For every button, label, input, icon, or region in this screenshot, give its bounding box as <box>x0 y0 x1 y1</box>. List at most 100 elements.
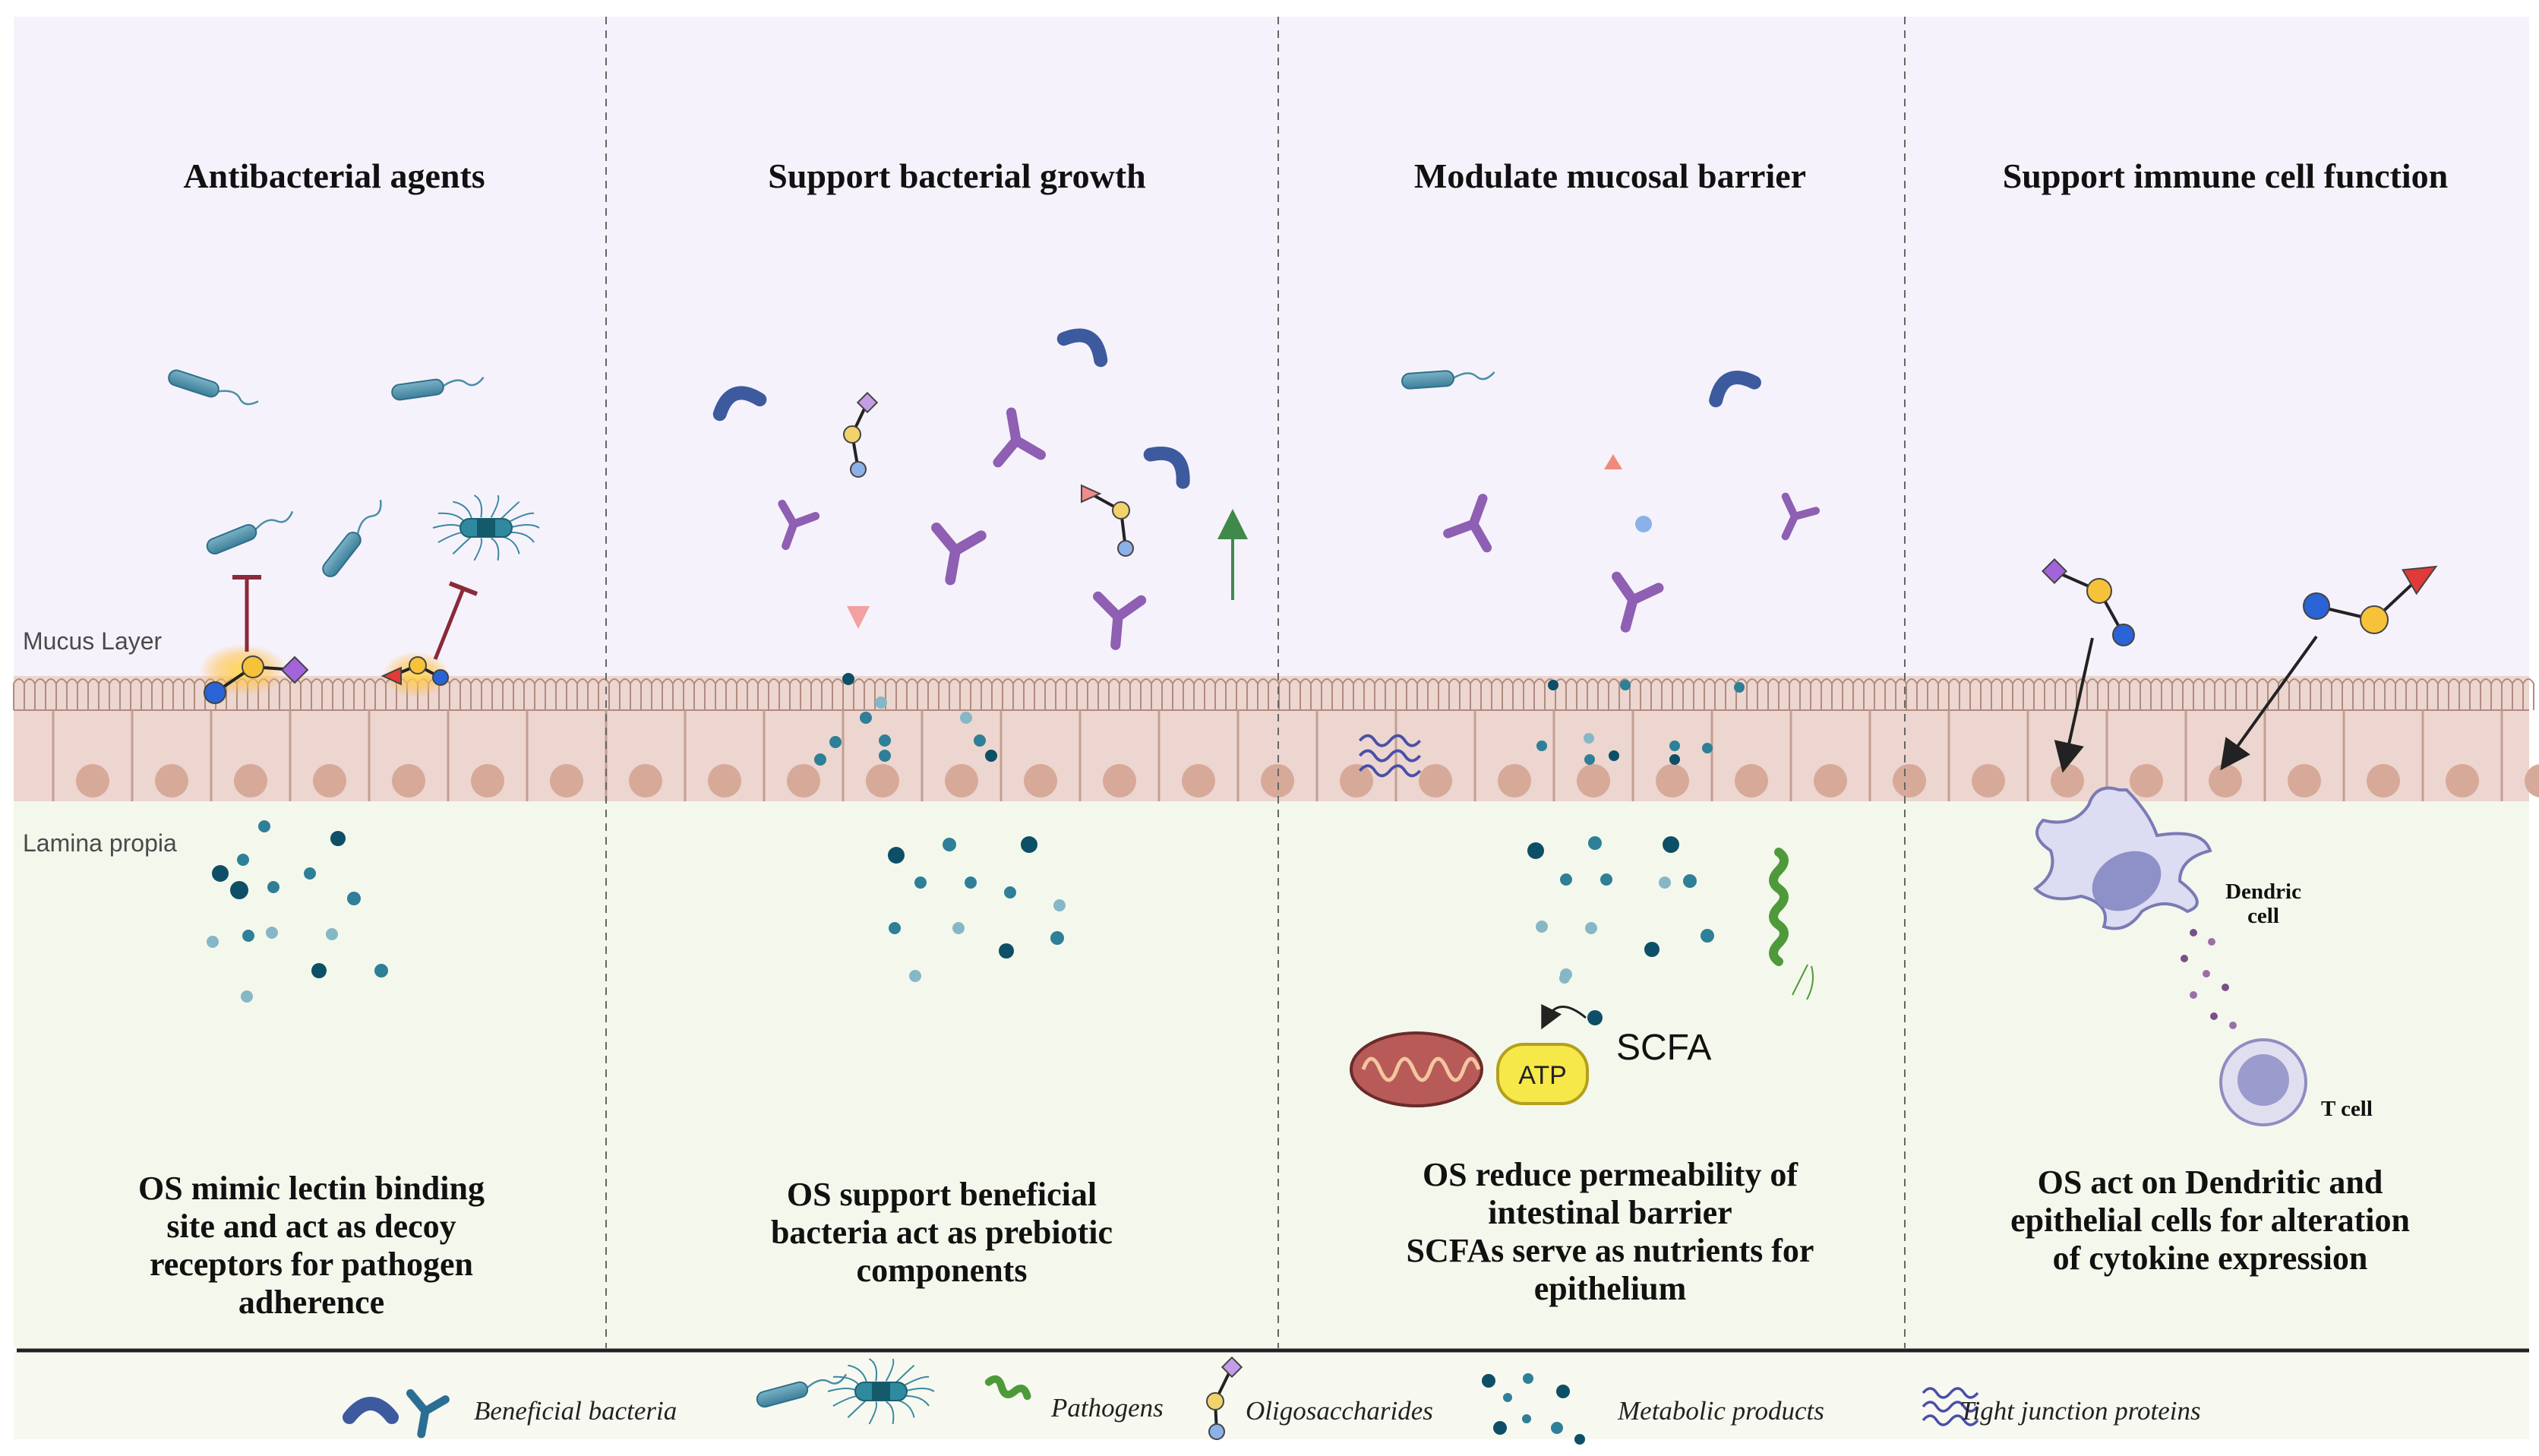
legend-oligosaccharides: Oligosaccharides <box>1246 1396 1433 1426</box>
metabolic-product <box>2208 938 2215 946</box>
sugar-residue <box>2360 605 2389 634</box>
panel-caption-2: OS support beneficial bacteria act as pr… <box>676 1176 1208 1290</box>
nucleus <box>629 764 662 797</box>
mucus-layer-label: Mucus Layer <box>23 627 163 655</box>
nucleus <box>1577 764 1610 797</box>
metabolic-product <box>267 881 279 893</box>
metabolic-product <box>230 881 248 899</box>
metabolic-product <box>860 712 872 724</box>
pilus <box>473 494 483 518</box>
pathogen-bacterium <box>391 377 485 401</box>
sugar-residue <box>280 655 309 684</box>
tight-junction-strand <box>1358 764 1422 778</box>
nucleus <box>1024 764 1057 797</box>
caption-line: epithelium <box>1533 1270 1687 1307</box>
legend-beneficial-bacteria: Beneficial bacteria <box>474 1396 677 1426</box>
metabolic-product <box>960 712 972 724</box>
nucleus <box>471 764 504 797</box>
metabolic-product <box>943 838 956 851</box>
metabolic-product <box>1659 876 1671 889</box>
pilus <box>895 1364 915 1384</box>
caption-line: bacteria act as prebiotic <box>770 1214 1113 1251</box>
nucleus <box>1103 764 1136 797</box>
metabolic-product <box>1669 741 1680 751</box>
microvillus <box>2522 678 2534 710</box>
metabolic-product <box>1734 682 1745 693</box>
metabolic-product <box>2203 970 2210 978</box>
legend-pathogen-spiral-icon <box>984 1375 1031 1401</box>
flagellum <box>807 1373 848 1389</box>
metabolic-product <box>212 865 229 882</box>
spiky-pathogen <box>432 494 540 561</box>
nucleus <box>2130 764 2163 797</box>
metabolic-product <box>2229 1022 2237 1029</box>
metabolic-product <box>1527 842 1544 859</box>
epithelium-layer <box>13 676 2539 801</box>
nucleus <box>708 764 741 797</box>
metabolic-product <box>2190 929 2197 936</box>
metabolic-product <box>875 696 887 709</box>
metabolic-product <box>1587 1010 1603 1025</box>
caption-line: site and act as decoy <box>166 1208 456 1245</box>
tight-junction-strand <box>1922 1387 1979 1399</box>
legend-pathogens: Pathogens <box>1051 1393 1164 1423</box>
nucleus <box>2288 764 2321 797</box>
bacterium-body <box>1709 371 1761 408</box>
beneficial-bacterium <box>1143 447 1190 489</box>
sugar-residue <box>847 606 870 629</box>
metabolic-product <box>1556 1385 1570 1398</box>
pilus <box>490 494 500 518</box>
metabolic-product <box>1050 931 1064 945</box>
nucleus <box>1182 764 1215 797</box>
panel-caption-1: OS mimic lectin binding site and act as … <box>46 1170 577 1322</box>
oligosaccharide <box>1081 484 1134 557</box>
pointer-arrow <box>2220 635 2318 771</box>
metabolic-product <box>952 922 965 934</box>
metabolic-product <box>326 928 338 940</box>
legend-region <box>14 1352 2529 1439</box>
nucleus <box>1893 764 1926 797</box>
y-shape <box>993 407 1046 468</box>
bacterium-band <box>477 519 495 537</box>
nucleus <box>1261 764 1294 797</box>
nucleus <box>787 764 820 797</box>
metabolic-product <box>829 736 842 748</box>
bacterium-body <box>756 1381 809 1408</box>
caption-line: epithelial cells for alteration <box>2010 1202 2410 1239</box>
tight-junction-strand <box>1922 1414 1979 1426</box>
metabolic-product <box>965 876 977 889</box>
flagellum <box>356 500 382 535</box>
tight-junction-strand <box>1358 749 1422 763</box>
pilus <box>848 1364 868 1384</box>
sugar-residue <box>204 681 226 704</box>
metabolic-product <box>1548 680 1558 690</box>
legend-tight-junction-proteins: Tight junction proteins <box>1960 1396 2201 1426</box>
metabolic-product <box>266 927 278 939</box>
metabolic-product <box>1663 836 1679 853</box>
flagellum <box>1792 964 1814 1000</box>
y-shape <box>1443 494 1492 553</box>
metabolic-product <box>1503 1393 1512 1402</box>
dendritic-cell-nucleus <box>2092 851 2162 911</box>
y-shape <box>1612 571 1664 633</box>
sugar-residue <box>242 655 264 678</box>
beneficial-bacterium <box>712 386 767 422</box>
beneficial-bacterium <box>1056 328 1108 368</box>
pathogen-bacterium <box>1401 370 1495 390</box>
caption-line: adherence <box>238 1284 385 1321</box>
caption-line: receptors for pathogen <box>149 1246 474 1283</box>
nucleus <box>2446 764 2479 797</box>
t-cell-nucleus <box>2237 1054 2289 1106</box>
y-shape <box>406 1389 450 1439</box>
atp-badge <box>1496 1043 1589 1105</box>
lamina-propia-label: Lamina propia <box>23 829 177 857</box>
oligosaccharide <box>2042 558 2135 646</box>
sugar-residue <box>843 425 861 444</box>
caption-line: components <box>856 1252 1028 1289</box>
nucleus <box>392 764 425 797</box>
spiral-pathogen <box>1769 848 1789 966</box>
nucleus <box>313 764 346 797</box>
metabolic-product <box>2210 1012 2218 1020</box>
flagellum <box>442 377 485 387</box>
